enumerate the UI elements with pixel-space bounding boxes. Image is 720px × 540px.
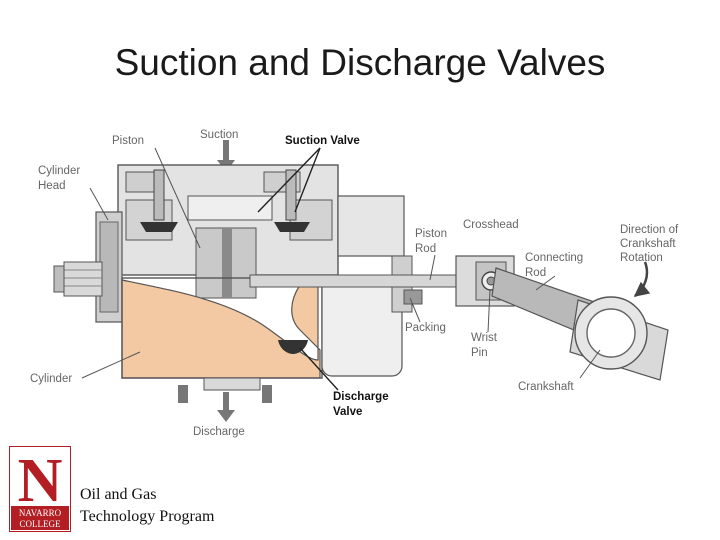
label-piston: Piston: [112, 135, 144, 147]
cylinder-head-flange: [54, 212, 122, 322]
logo-line2: COLLEGE: [20, 519, 61, 529]
label-discharge: Discharge: [193, 426, 245, 438]
label-suction: Suction: [200, 129, 238, 141]
label-connecting-rod-2: Rod: [525, 267, 546, 279]
label-cylinder: Cylinder: [30, 373, 72, 385]
logo-letter: N: [18, 447, 63, 515]
label-discharge-valve-2: Valve: [333, 406, 362, 418]
label-discharge-valve-1: Discharge: [333, 391, 389, 403]
logo-line1: NAVARRO: [19, 508, 62, 518]
label-cylinder-head-1: Cylinder: [38, 165, 80, 177]
label-connecting-rod-1: Connecting: [525, 252, 583, 264]
program-line-1: Oil and Gas: [80, 484, 214, 506]
label-cylinder-head-2: Head: [38, 180, 66, 192]
navarro-college-logo: N NAVARRO COLLEGE: [9, 446, 71, 532]
piston-rod: [250, 275, 460, 287]
rotation-arrow: [635, 262, 647, 296]
label-direction-2: Crankshaft: [620, 238, 676, 250]
label-suction-valve: Suction Valve: [285, 135, 360, 147]
label-packing: Packing: [405, 322, 446, 334]
label-crosshead: Crosshead: [463, 219, 519, 231]
crankshaft: [570, 297, 668, 380]
label-direction-1: Direction of: [620, 224, 679, 236]
label-wrist-pin-1: Wrist: [471, 332, 498, 344]
label-piston-rod-2: Rod: [415, 243, 436, 255]
label-piston-rod-1: Piston: [415, 228, 447, 240]
program-name: Oil and Gas Technology Program: [80, 484, 214, 528]
program-line-2: Technology Program: [80, 506, 214, 528]
label-direction-3: Rotation: [620, 252, 663, 264]
label-crankshaft: Crankshaft: [518, 381, 574, 393]
label-wrist-pin-2: Pin: [471, 347, 488, 359]
